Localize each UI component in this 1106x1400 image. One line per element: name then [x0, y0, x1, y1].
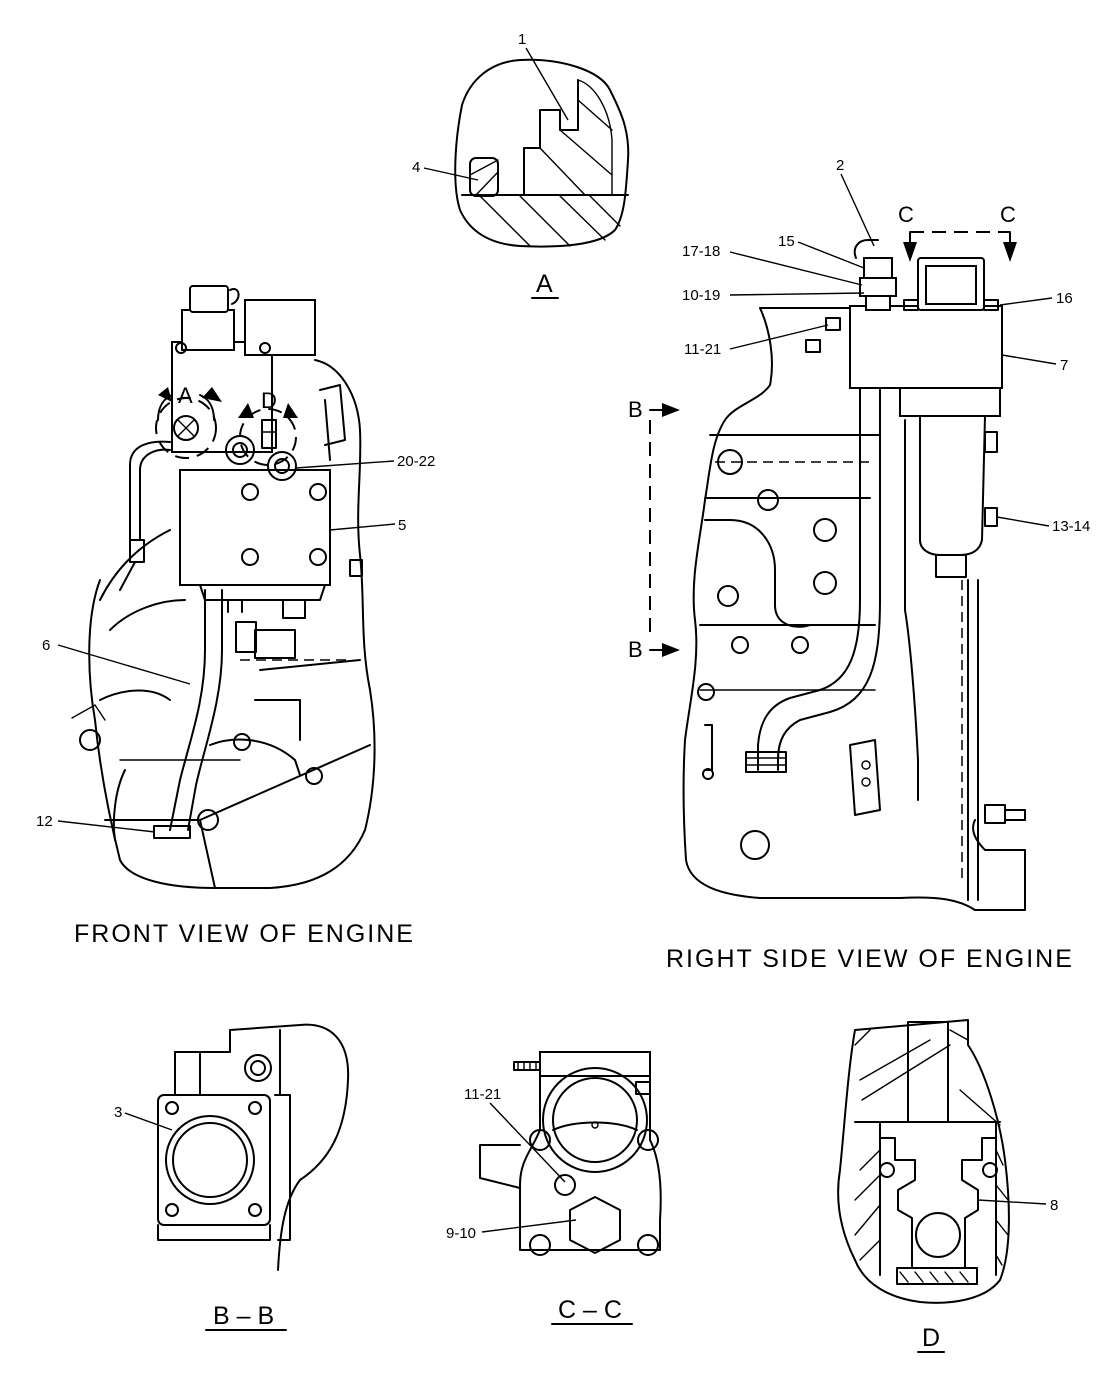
svg-text:7: 7: [1060, 357, 1068, 374]
svg-text:12: 12: [36, 813, 53, 830]
callout-15: 15: [778, 233, 865, 269]
callout-11-21-cc: 11-21: [464, 1086, 566, 1183]
callout-1: 1: [518, 31, 569, 121]
callout-12: 12: [36, 813, 156, 833]
callout-3: 3: [114, 1104, 173, 1131]
detail-bb-label: B – B: [205, 1302, 287, 1331]
svg-text:8: 8: [1050, 1197, 1058, 1214]
svg-text:13-14: 13-14: [1052, 518, 1090, 535]
callout-2: 2: [836, 157, 875, 247]
section-c-marker: C C: [898, 202, 1017, 262]
detail-cc-label: C – C: [551, 1296, 633, 1325]
callout-10-19: 10-19: [682, 287, 865, 304]
detail-a-drawing: [454, 58, 630, 248]
detail-a-marker: A: [155, 383, 222, 459]
section-bb-drawing: [157, 1023, 350, 1271]
svg-text:2: 2: [836, 157, 844, 174]
detail-d-marker: D: [238, 388, 298, 466]
section-cc-drawing: [479, 1051, 662, 1256]
svg-text:15: 15: [778, 233, 795, 250]
callout-7: 7: [1001, 354, 1068, 374]
svg-text:3: 3: [114, 1104, 122, 1121]
svg-text:4: 4: [412, 159, 420, 176]
callout-5: 5: [329, 517, 406, 534]
callout-16: 16: [999, 290, 1073, 307]
svg-text:16: 16: [1056, 290, 1073, 307]
svg-text:C: C: [1000, 202, 1016, 227]
svg-text:C – C: C – C: [558, 1296, 622, 1324]
svg-text:B: B: [628, 397, 643, 422]
svg-text:5: 5: [398, 517, 406, 534]
detail-d-label: D: [917, 1324, 945, 1353]
right-view-drawing: [682, 239, 1026, 911]
front-view-drawing: [71, 285, 376, 889]
svg-text:20-22: 20-22: [397, 453, 435, 470]
svg-text:C: C: [898, 202, 914, 227]
callout-6: 6: [42, 637, 191, 685]
callout-17-18: 17-18: [682, 243, 863, 286]
svg-text:A: A: [178, 383, 193, 408]
svg-text:D: D: [922, 1324, 940, 1352]
callout-20-22: 20-22: [295, 453, 435, 470]
svg-text:17-18: 17-18: [682, 243, 720, 260]
svg-text:D: D: [261, 388, 277, 413]
svg-text:A: A: [536, 270, 553, 298]
right-view-title: RIGHT SIDE VIEW OF ENGINE: [666, 945, 1074, 973]
svg-text:10-19: 10-19: [682, 287, 720, 304]
callout-13-14: 13-14: [996, 516, 1090, 535]
svg-text:11-21: 11-21: [684, 341, 721, 358]
svg-text:B: B: [628, 637, 643, 662]
callout-8: 8: [977, 1197, 1058, 1214]
section-b-marker: B B: [628, 397, 680, 662]
front-view-title: FRONT VIEW OF ENGINE: [74, 920, 415, 948]
svg-text:9-10: 9-10: [446, 1225, 476, 1242]
callout-11-21-right: 11-21: [684, 324, 829, 358]
detail-a-label: A: [531, 270, 559, 299]
callout-4: 4: [412, 159, 479, 181]
detail-d-drawing: [837, 1019, 1010, 1304]
callout-9-10: 9-10: [446, 1219, 577, 1242]
svg-text:11-21: 11-21: [464, 1086, 501, 1103]
svg-text:B – B: B – B: [213, 1302, 274, 1330]
svg-text:1: 1: [518, 31, 526, 48]
svg-text:6: 6: [42, 637, 50, 654]
